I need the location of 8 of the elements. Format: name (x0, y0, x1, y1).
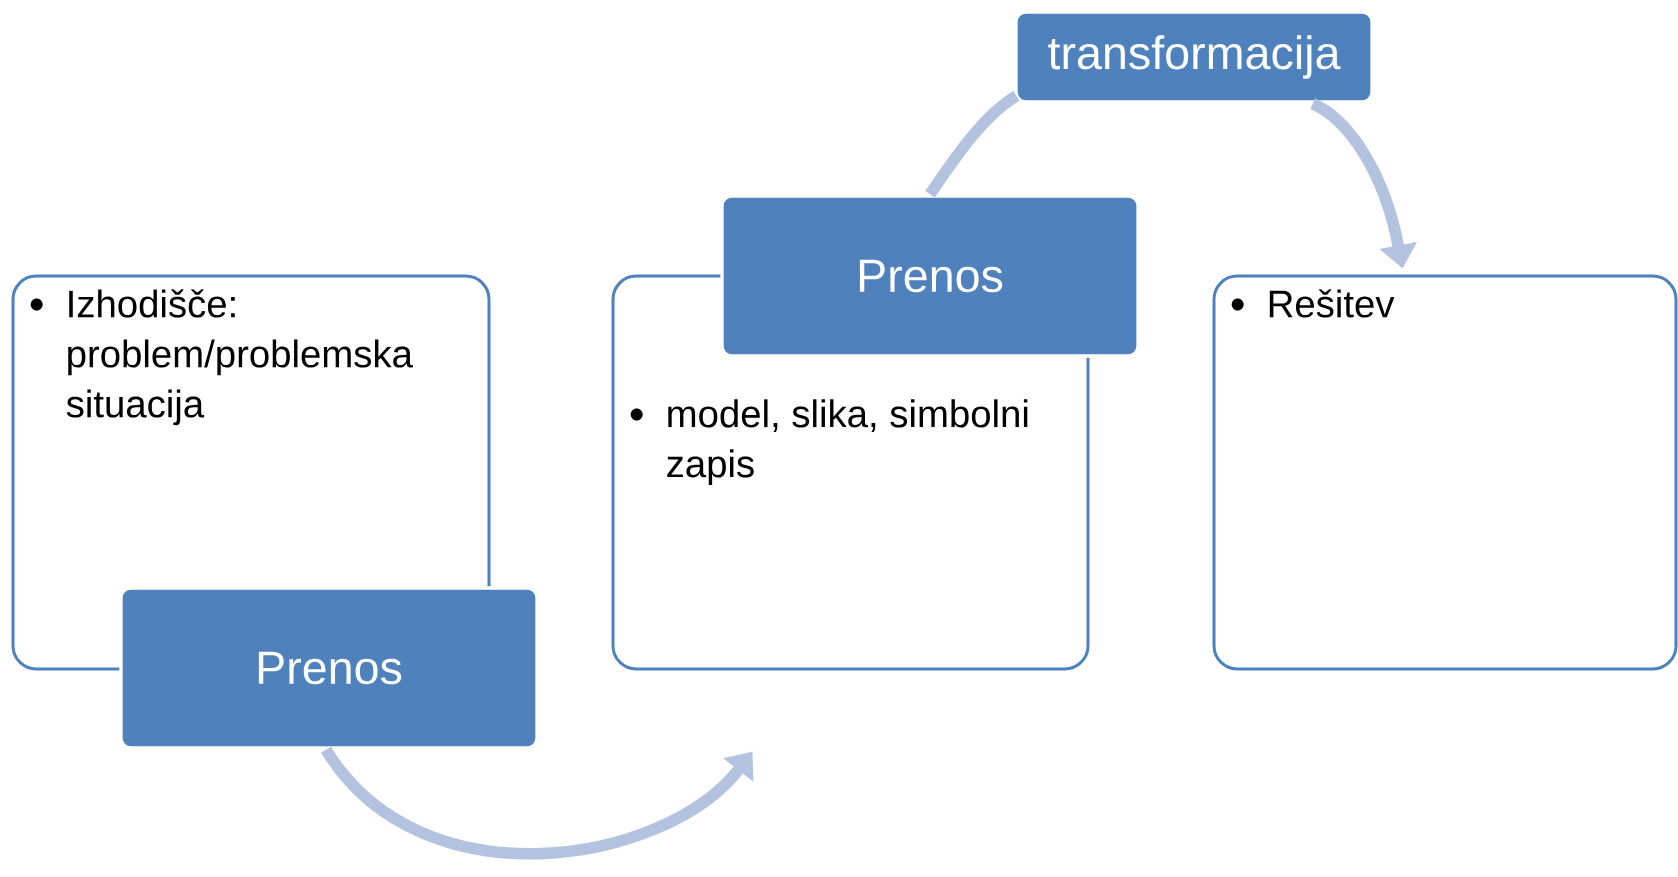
curved-arrow (321, 746, 754, 860)
bullet-text: model, slika, simbolni zapis (667, 399, 1028, 486)
bullet-text: Rešitev (1269, 289, 1395, 318)
process-box: transformacija (1014, 10, 1374, 104)
process-box: Prenos (720, 194, 1140, 358)
rounded-box (1212, 274, 1678, 671)
process-box: Prenos (119, 586, 539, 750)
bullet-text: Izhodišče: problem/problemska situacija (66, 289, 413, 426)
